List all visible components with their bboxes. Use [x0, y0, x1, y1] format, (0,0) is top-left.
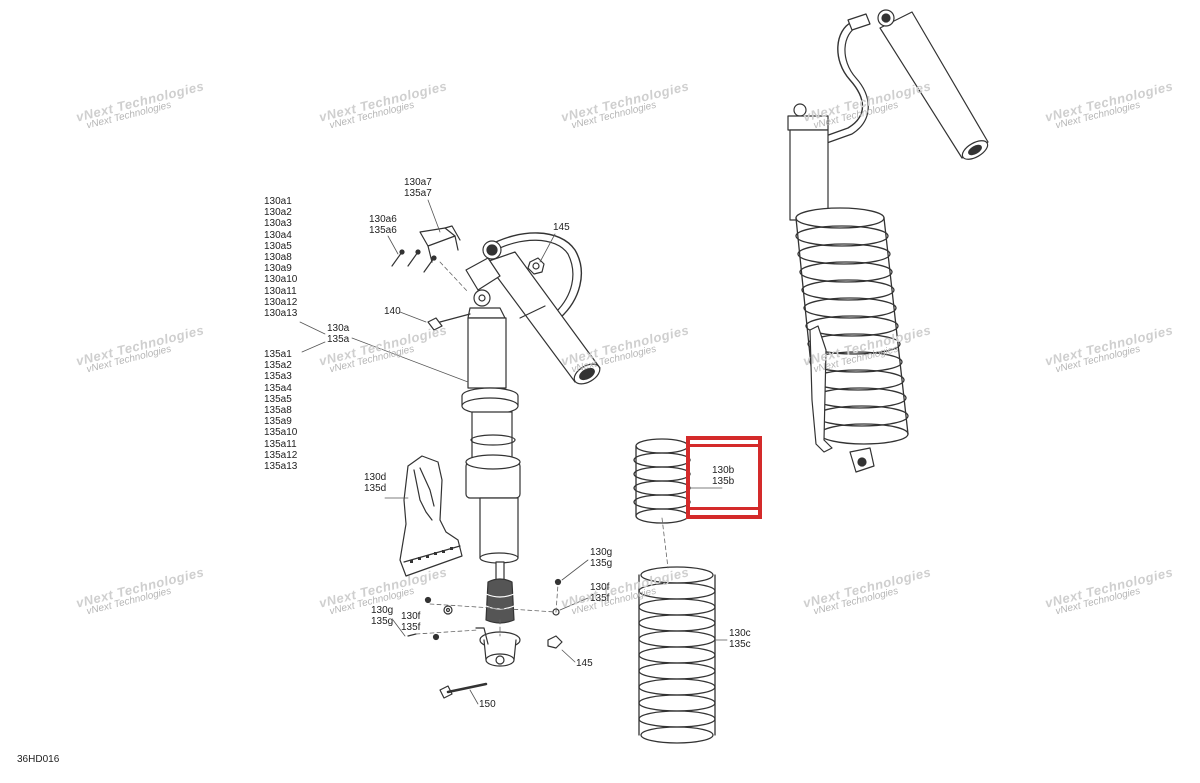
callout-145-bottom[interactable]: 145: [576, 658, 593, 669]
callout-145-top[interactable]: 145: [553, 222, 570, 233]
callout-label[interactable]: 135a1: [264, 349, 292, 360]
callout-label[interactable]: 135a5: [264, 393, 292, 405]
callout-label[interactable]: 135a11: [264, 438, 297, 450]
spring-130c: [638, 566, 716, 744]
spring-130b: [633, 438, 691, 524]
callout-label[interactable]: 135a3: [264, 371, 292, 383]
callout-label[interactable]: 135a13: [264, 461, 298, 473]
selected-part-highlight: [686, 436, 762, 519]
callout-label[interactable]: 130a4: [264, 229, 292, 241]
callout-label[interactable]: 130a11: [264, 285, 297, 297]
callout-label[interactable]: 130a9: [264, 263, 292, 275]
leader-lines: [299, 199, 728, 705]
callout-label[interactable]: 130a8: [264, 252, 292, 264]
assembly-dash-lines: [415, 261, 669, 637]
callout-label[interactable]: 135a4: [264, 382, 292, 394]
screw-set: [391, 249, 437, 273]
callout-list-130a: 130a1 130a2 130a3 130a4 130a5 130a8 130a…: [264, 196, 297, 319]
callout-label[interactable]: 130a5: [264, 240, 292, 252]
callout-150[interactable]: 150: [479, 699, 496, 710]
callout-label[interactable]: 130a13: [264, 308, 298, 320]
callout-140[interactable]: 140: [384, 306, 401, 317]
callout-label[interactable]: 130a10: [264, 274, 298, 286]
shock-guard-130d: [399, 455, 463, 577]
callout-label[interactable]: 130a3: [264, 218, 292, 230]
diagram-code: 36HD016: [17, 754, 60, 765]
callout-label[interactable]: 135a2: [264, 360, 292, 372]
callout-label[interactable]: 135a8: [264, 405, 292, 417]
nut-145-top: [527, 257, 545, 275]
bolt-140: [427, 313, 471, 331]
assembled-shock: [787, 9, 989, 473]
lower-hardware: [407, 578, 563, 699]
callout-label[interactable]: 135a9: [264, 416, 292, 428]
callout-label[interactable]: 130a2: [264, 207, 292, 219]
callout-list-135a: 135a1 135a2 135a3 135a4 135a5 135a8 135a…: [264, 349, 297, 472]
shock-absorber-assembly: [419, 225, 601, 667]
callout-label[interactable]: 130a12: [264, 296, 298, 308]
callout-label[interactable]: 135a12: [264, 449, 298, 461]
callout-label[interactable]: 130a1: [264, 196, 292, 207]
callout-label[interactable]: 135a10: [264, 427, 298, 439]
